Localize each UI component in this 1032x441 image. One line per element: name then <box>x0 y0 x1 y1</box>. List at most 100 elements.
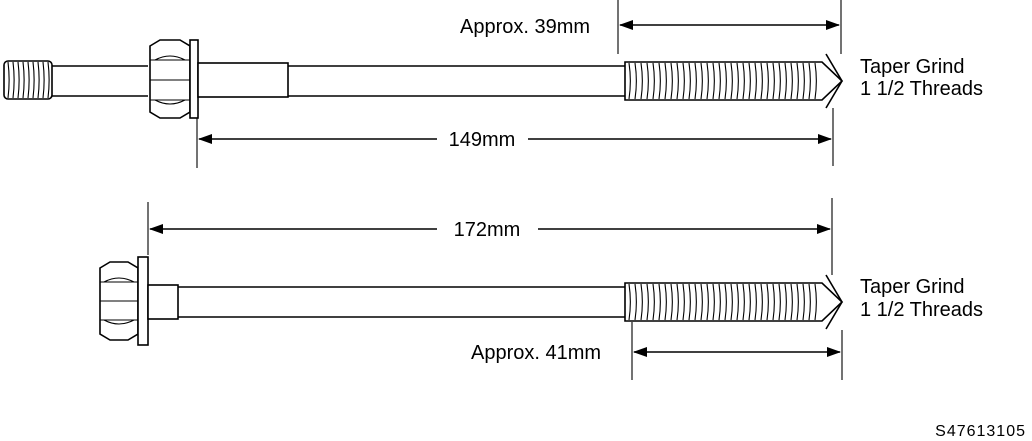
lower-tip-thread-ridge <box>778 283 781 321</box>
lower-tip-thread-ridge <box>808 283 811 321</box>
upper-tip-thread-ridge <box>760 62 763 100</box>
lower-tip-thread-ridge <box>748 283 751 321</box>
upper-tip-thread-ridge <box>628 62 631 100</box>
lower-tip-thread-ridge <box>754 283 757 321</box>
upper-taper-label-line1: Taper Grind <box>860 56 965 78</box>
upper-tip-thread-ridge <box>634 62 637 100</box>
upper-left-thread-ridge <box>47 61 50 99</box>
upper-collar <box>197 62 289 98</box>
lower-flange <box>137 256 149 346</box>
upper-tip-thread-ridge <box>724 62 727 100</box>
upper-left-thread-body <box>3 60 53 100</box>
figure-code: S47613105 <box>935 423 1026 440</box>
upper-tip-thread-ridge <box>778 62 781 100</box>
lower-bolt <box>99 256 844 346</box>
lower-taper-grind-mark <box>825 274 843 330</box>
upper-tip-thread-ridge <box>646 62 649 100</box>
upper-tip-threads <box>628 62 817 100</box>
lower-collar <box>147 284 179 320</box>
upper-overall-dimension: 149mm <box>196 108 834 168</box>
upper-tip-thread-ridge <box>718 62 721 100</box>
upper-tip-thread-ridge <box>748 62 751 100</box>
upper-tip-thread-ridge <box>664 62 667 100</box>
upper-tip-thread-ridge <box>772 62 775 100</box>
lower-thread-length-label: Approx. 41mm <box>471 342 601 364</box>
upper-left-thread-ridge <box>17 61 20 99</box>
lower-tip-thread-ridge <box>634 283 637 321</box>
upper-flange <box>189 39 199 119</box>
upper-taper-label: Taper Grind 1 1/2 Threads <box>860 56 983 100</box>
upper-hex-nut <box>149 39 191 119</box>
upper-taper-label-line2: 1 1/2 Threads <box>860 78 983 100</box>
lower-tip-thread-ridge <box>784 283 787 321</box>
upper-tip-thread-ridge <box>754 62 757 100</box>
lower-taper-label-line2: 1 1/2 Threads <box>860 299 983 321</box>
lower-tip-thread-ridge <box>742 283 745 321</box>
lower-tip-thread-ridge <box>706 283 709 321</box>
upper-left-thread-ridge <box>32 61 35 99</box>
lower-taper-label-line1: Taper Grind <box>860 276 965 298</box>
lower-thread-dimension: Approx. 41mm <box>471 322 843 380</box>
upper-thread-length-label: Approx. 39mm <box>460 16 590 38</box>
upper-tip-thread-ridge <box>730 62 733 100</box>
upper-tip-thread-ridge <box>736 62 739 100</box>
upper-tip-thread-ridge <box>652 62 655 100</box>
lower-tip-thread-ridge <box>664 283 667 321</box>
upper-tip-thread-ridge <box>688 62 691 100</box>
upper-tip-thread-ridge <box>700 62 703 100</box>
upper-left-thread-ridge <box>27 61 30 99</box>
upper-tip-thread-ridge <box>808 62 811 100</box>
lower-tip-thread-ridge <box>766 283 769 321</box>
lower-tip-thread-ridge <box>724 283 727 321</box>
lower-tip-thread-ridge <box>676 283 679 321</box>
lower-tip-thread-ridge <box>718 283 721 321</box>
upper-tip-thread-ridge <box>712 62 715 100</box>
lower-tip-thread-ridge <box>688 283 691 321</box>
lower-tip-thread-ridge <box>730 283 733 321</box>
lower-tip-thread-ridge <box>694 283 697 321</box>
lower-overall-length-label: 172mm <box>454 219 521 241</box>
lower-hex-head-chamfer <box>103 277 135 325</box>
lower-tip-thread-ridge <box>646 283 649 321</box>
upper-tip-thread-ridge <box>676 62 679 100</box>
upper-taper-grind-mark <box>825 53 843 109</box>
upper-thread-dimension: Approx. 39mm <box>460 0 842 54</box>
upper-tip-thread-ridge <box>670 62 673 100</box>
lower-tip-thread-ridge <box>814 283 817 321</box>
upper-left-thread-ridge <box>12 61 15 99</box>
upper-overall-length-label: 149mm <box>449 129 516 151</box>
upper-tip-thread-ridge <box>694 62 697 100</box>
upper-tip-thread-ridge <box>658 62 661 100</box>
upper-tip-thread-ridge <box>640 62 643 100</box>
upper-tip-thread-ridge <box>796 62 799 100</box>
lower-tip-thread-ridge <box>802 283 805 321</box>
lower-tip-thread-ridge <box>712 283 715 321</box>
upper-tip-thread-ridge <box>802 62 805 100</box>
upper-left-thread-ridge <box>22 61 25 99</box>
lower-tip-thread-ridge <box>628 283 631 321</box>
lower-tip-thread-ridge <box>772 283 775 321</box>
lower-tip-thread-ridge <box>790 283 793 321</box>
lower-taper-label: Taper Grind 1 1/2 Threads <box>860 276 983 321</box>
lower-tip-thread-ridge <box>700 283 703 321</box>
upper-tip-thread-ridge <box>766 62 769 100</box>
upper-left-thread-ridge <box>7 61 10 99</box>
upper-tip-thread-ridge <box>814 62 817 100</box>
lower-tip-thread-ridge <box>652 283 655 321</box>
lower-overall-dimension: 172mm <box>147 198 833 275</box>
upper-left-thread-ridge <box>42 61 45 99</box>
upper-threaded-tip-outline <box>624 61 844 101</box>
lower-tip-thread-ridge <box>796 283 799 321</box>
upper-left-thread-ridge <box>37 61 40 99</box>
upper-left-threads <box>7 61 50 99</box>
upper-tip-thread-ridge <box>682 62 685 100</box>
lower-threaded-tip-outline <box>624 282 844 322</box>
lower-tip-thread-ridge <box>640 283 643 321</box>
upper-bolt <box>3 39 844 119</box>
lower-tip-thread-ridge <box>658 283 661 321</box>
lower-tip-thread-ridge <box>760 283 763 321</box>
lower-tip-thread-ridge <box>736 283 739 321</box>
lower-tip-thread-ridge <box>670 283 673 321</box>
upper-tip-thread-ridge <box>742 62 745 100</box>
